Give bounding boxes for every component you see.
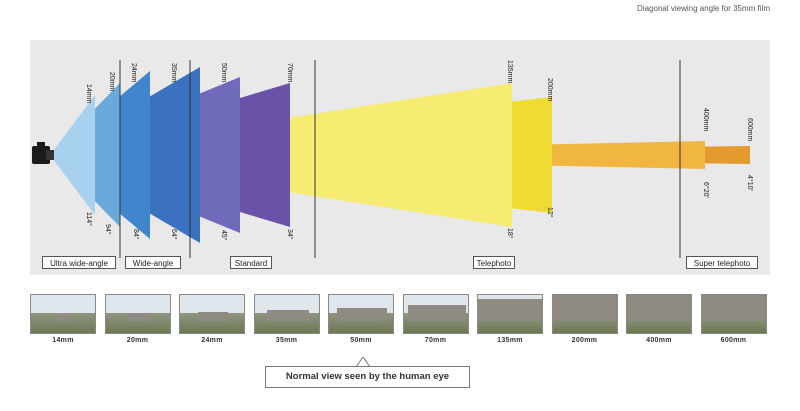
focal-length-label: 200mm <box>546 78 553 102</box>
sample-photo-row: 14mm 20mm 24mm 35mm 50mm 70mm 135mm 200m… <box>30 294 770 346</box>
thumbnail-label: 50mm <box>350 337 372 344</box>
callout-arrow <box>356 357 370 367</box>
angle-label: 84° <box>132 229 140 240</box>
thumbnail-label: 200mm <box>571 337 598 344</box>
sample-photo <box>30 294 96 334</box>
thumbnail-label: 20mm <box>126 337 149 344</box>
focal-length-label: 20mm <box>108 72 115 92</box>
thumbnail-label: 35mm <box>275 337 298 344</box>
sample-photo <box>104 294 171 334</box>
focal-length-label: 14mm <box>85 84 92 104</box>
thumbnail-label: 70mm <box>424 337 447 344</box>
fov-wedge <box>50 95 95 215</box>
category-ultra-wide: Ultra wide-angle <box>42 256 116 269</box>
thumbnail-label: 400mm <box>646 337 672 344</box>
sample-photo <box>253 294 320 334</box>
camera-icon <box>32 142 54 164</box>
fov-svg: 14mm 114° 20mm 94° 24mm 84° 35mm 64° 50mm 45° 70mm… <box>32 60 754 258</box>
category-super-telephoto: Super telephoto <box>686 256 758 269</box>
focal-length-label: 70mm <box>286 63 293 83</box>
thumbnail: 600mm <box>700 294 767 346</box>
angle-label: 94° <box>104 224 112 235</box>
thumbnail: 200mm <box>551 294 618 346</box>
angle-label: 18° <box>506 228 514 239</box>
sample-photo <box>179 294 245 334</box>
angle-label: 12° <box>546 207 554 218</box>
angle-label: 114° <box>85 212 93 226</box>
sample-photo <box>551 294 618 334</box>
thumbnail: 35mm <box>253 294 320 346</box>
sample-photo <box>328 294 394 334</box>
thumbnail: 400mm <box>626 294 692 346</box>
sample-photo <box>402 294 469 334</box>
sample-photo <box>626 294 692 334</box>
sample-photo <box>700 294 767 334</box>
angle-label: 34° <box>286 229 294 240</box>
sample-photo <box>477 294 543 334</box>
focal-length-label: 400mm <box>702 108 709 132</box>
thumbnail: 24mm <box>179 294 245 346</box>
thumbnail-label: 24mm <box>201 337 223 344</box>
category-telephoto: Telephoto <box>473 256 515 269</box>
thumbnail: 70mm <box>402 294 469 346</box>
angle-label: 45° <box>220 230 228 241</box>
thumbnail: 50mm <box>328 294 394 346</box>
angle-label: 4°10' <box>746 175 754 191</box>
thumbnail: 14mm <box>30 294 96 346</box>
human-eye-callout: Normal view seen by the human eye <box>265 366 470 388</box>
focal-length-label: 24mm <box>130 63 137 83</box>
thumbnail-label: 14mm <box>52 337 74 344</box>
angle-label: 64° <box>170 229 178 240</box>
category-wide: Wide-angle <box>125 256 181 269</box>
diagram-caption: Diagonal viewing angle for 35mm film <box>637 4 770 13</box>
thumbnail: 135mm <box>477 294 543 346</box>
focal-length-label: 135mm <box>506 60 513 84</box>
focal-length-label: 35mm <box>170 63 177 83</box>
focal-length-label: 600mm <box>746 118 753 142</box>
angle-label: 6°20' <box>702 182 710 198</box>
focal-length-label: 50mm <box>220 63 227 83</box>
category-standard: Standard <box>230 256 272 269</box>
thumbnail: 20mm <box>104 294 171 346</box>
thumbnail-label: 135mm <box>497 337 523 344</box>
thumbnail-label: 600mm <box>720 337 747 344</box>
